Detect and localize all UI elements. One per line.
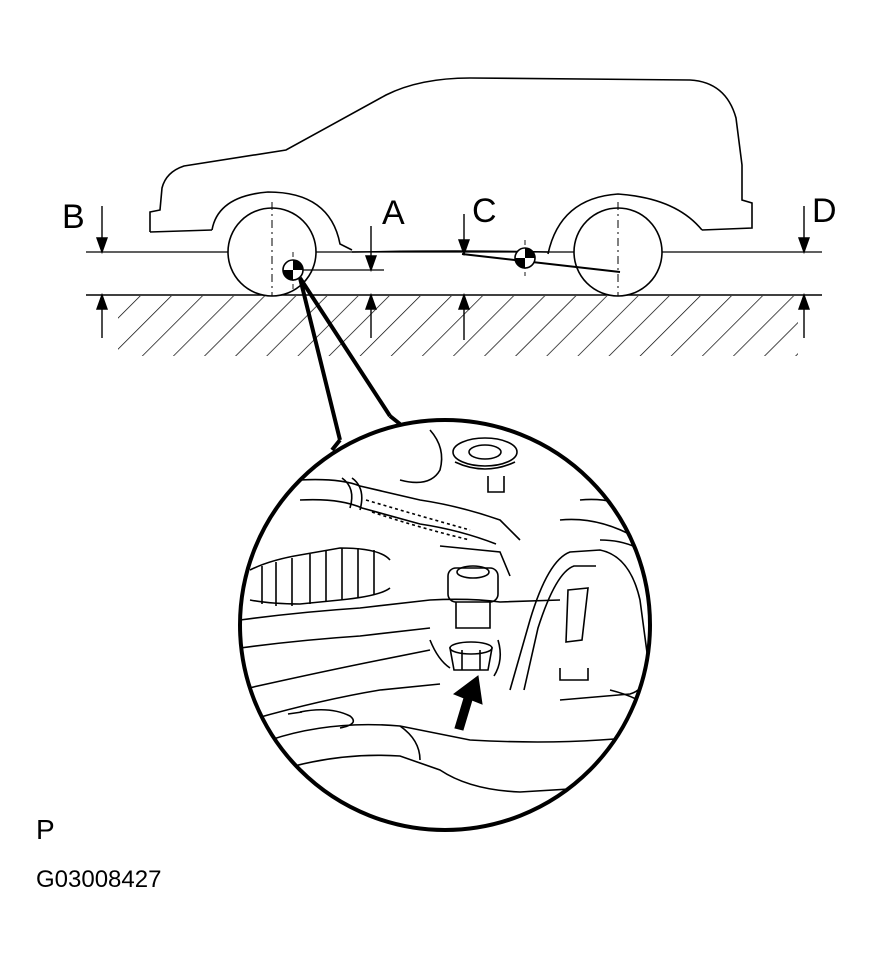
label-a: A (382, 194, 405, 232)
figure-code: G03008427 (36, 866, 162, 893)
nut (449, 641, 493, 671)
rear-wheel (573, 202, 663, 297)
callout-neck (330, 414, 402, 452)
arrow-up-icon (452, 675, 483, 731)
callout-pointer (298, 276, 392, 441)
rear-arm-line (461, 253, 621, 273)
quartered-circle-icon (514, 247, 536, 269)
corner-letter: P (36, 814, 55, 845)
car-body-outline (149, 77, 753, 232)
detail-view (238, 418, 652, 832)
dimension-d-arrows (798, 206, 810, 338)
label-c: C (472, 192, 497, 230)
quartered-circle-icon (282, 259, 304, 281)
dimension-c-arrows (458, 214, 470, 340)
label-b: B (62, 198, 85, 236)
label-d: D (812, 192, 837, 230)
ground (86, 294, 822, 356)
front-wheel-arch (211, 191, 353, 251)
dimension-a-arrows (365, 226, 377, 338)
rear-wheel-arch (547, 193, 703, 255)
dimension-b-arrows (96, 206, 108, 338)
